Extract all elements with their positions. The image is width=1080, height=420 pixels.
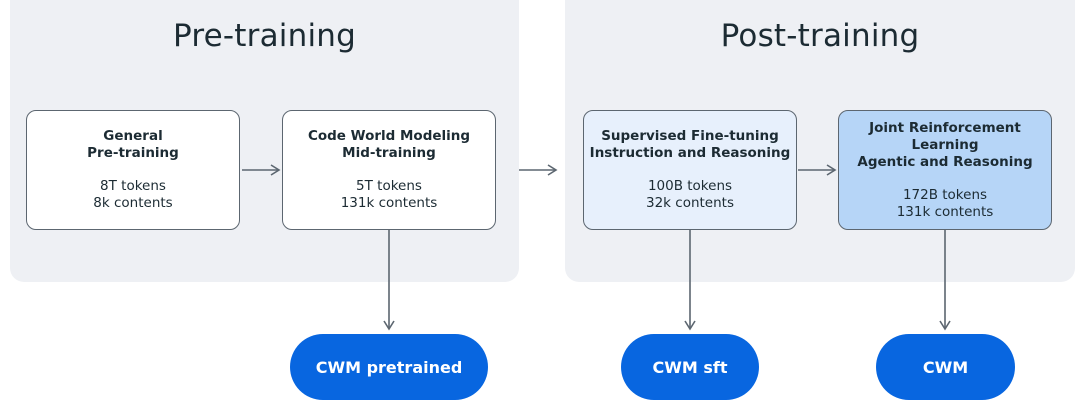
stage-name-line1: Joint Reinforcement Learning — [869, 119, 1021, 153]
stage-tokens: 172B tokens — [902, 186, 988, 203]
stage-tokens: 8T tokens — [100, 178, 166, 194]
stage-name: Joint Reinforcement Learning Agentic and… — [839, 120, 1051, 171]
stage-code-world-modeling: Code World Modeling Mid-training 5T toke… — [282, 110, 496, 230]
stage-contents: 32k contents — [645, 195, 734, 211]
output-cwm: CWM — [876, 334, 1015, 400]
stage-general-pretraining: General Pre-training 8T tokens 8k conten… — [26, 110, 240, 230]
stage-tokens: 5T tokens — [356, 178, 422, 194]
stage-stats: 172B tokens 131k contents — [897, 187, 994, 221]
stage-name: Supervised Fine-tuning Instruction and R… — [590, 128, 791, 162]
stage-name-line2: Instruction and Reasoning — [589, 145, 791, 161]
stage-tokens: 100B tokens — [647, 178, 733, 194]
stage-name-line1: General — [103, 128, 163, 144]
stage-name: Code World Modeling Mid-training — [308, 128, 470, 162]
stage-name: General Pre-training — [87, 128, 179, 162]
stage-name-line1: Code World Modeling — [307, 128, 471, 144]
stage-contents: 131k contents — [896, 203, 994, 220]
stage-name-line2: Mid-training — [342, 145, 436, 161]
post-training-title: Post-training — [720, 18, 920, 54]
stage-name-line1: Supervised Fine-tuning — [601, 128, 779, 144]
stage-name-line2: Agentic and Reasoning — [857, 153, 1033, 170]
stage-stats: 8T tokens 8k contents — [93, 178, 172, 212]
stage-supervised-fine-tuning: Supervised Fine-tuning Instruction and R… — [583, 110, 797, 230]
stage-stats: 5T tokens 131k contents — [341, 178, 438, 212]
stage-contents: 8k contents — [93, 195, 173, 211]
output-cwm-sft: CWM sft — [621, 334, 759, 400]
stage-contents: 131k contents — [340, 195, 438, 211]
pre-training-title: Pre-training — [173, 18, 356, 54]
output-cwm-pretrained: CWM pretrained — [290, 334, 488, 400]
stage-name-line2: Pre-training — [87, 145, 179, 161]
stage-stats: 100B tokens 32k contents — [646, 178, 734, 212]
stage-joint-reinforcement-learning: Joint Reinforcement Learning Agentic and… — [838, 110, 1052, 230]
